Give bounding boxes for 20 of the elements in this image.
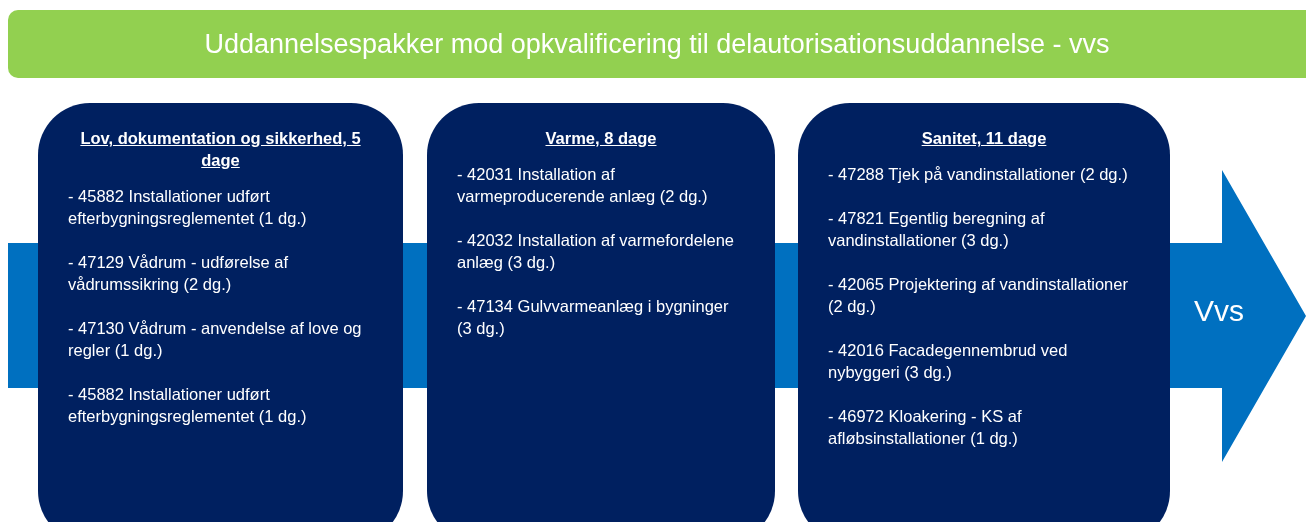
course-item: - 47129 Vådrum - udførelse af vådrumssikring (2 dg.) xyxy=(68,253,289,293)
course-item: - 47821 Egentlig beregning af vandinstallationer (3 dg.) xyxy=(828,209,1045,249)
topic-card xyxy=(427,103,775,522)
course-item: - 42031 Installation af varmeproducerende anlæg (2 dg.) xyxy=(457,165,708,205)
course-item: - 45882 Installationer udført efterbygningsreglementet (1 dg.) xyxy=(68,187,307,227)
card-heading: Sanitet, 11 dage xyxy=(921,129,1047,147)
course-item: - 42016 Facadegennembrud ved nybyggeri (3 dg.) xyxy=(828,341,1068,381)
course-item: - 42032 Installation af varmefordelene anlæg (3 dg.) xyxy=(457,231,734,271)
course-item: - 42065 Projektering af vandinstallationer (2 dg.) xyxy=(828,275,1128,315)
course-item: - 46972 Kloakering - KS af afløbsinstallationer (1 dg.) xyxy=(828,407,1022,447)
title-banner: Uddannelsespakker mod opkvalificering til delautorisationsuddannelse - vvs xyxy=(8,10,1306,78)
topic-card xyxy=(798,103,1170,522)
course-item: - 45882 Installationer udført efterbygningsreglementet (1 dg.) xyxy=(68,385,307,425)
course-item: - 47134 Gulvvarmeanlæg i bygninger (3 dg.) xyxy=(457,297,729,337)
course-item: - 47130 Vådrum - anvendelse af love og regler (1 dg.) xyxy=(68,319,362,359)
course-item: - 47288 Tjek på vandinstallationer (2 dg.) xyxy=(828,165,1128,183)
card-heading: Varme, 8 dage xyxy=(545,129,657,147)
topic-card xyxy=(38,103,403,522)
card-heading: Lov, dokumentation og sikkerhed, 5 dage xyxy=(80,129,361,169)
arrow-label: Vvs xyxy=(1194,294,1244,328)
